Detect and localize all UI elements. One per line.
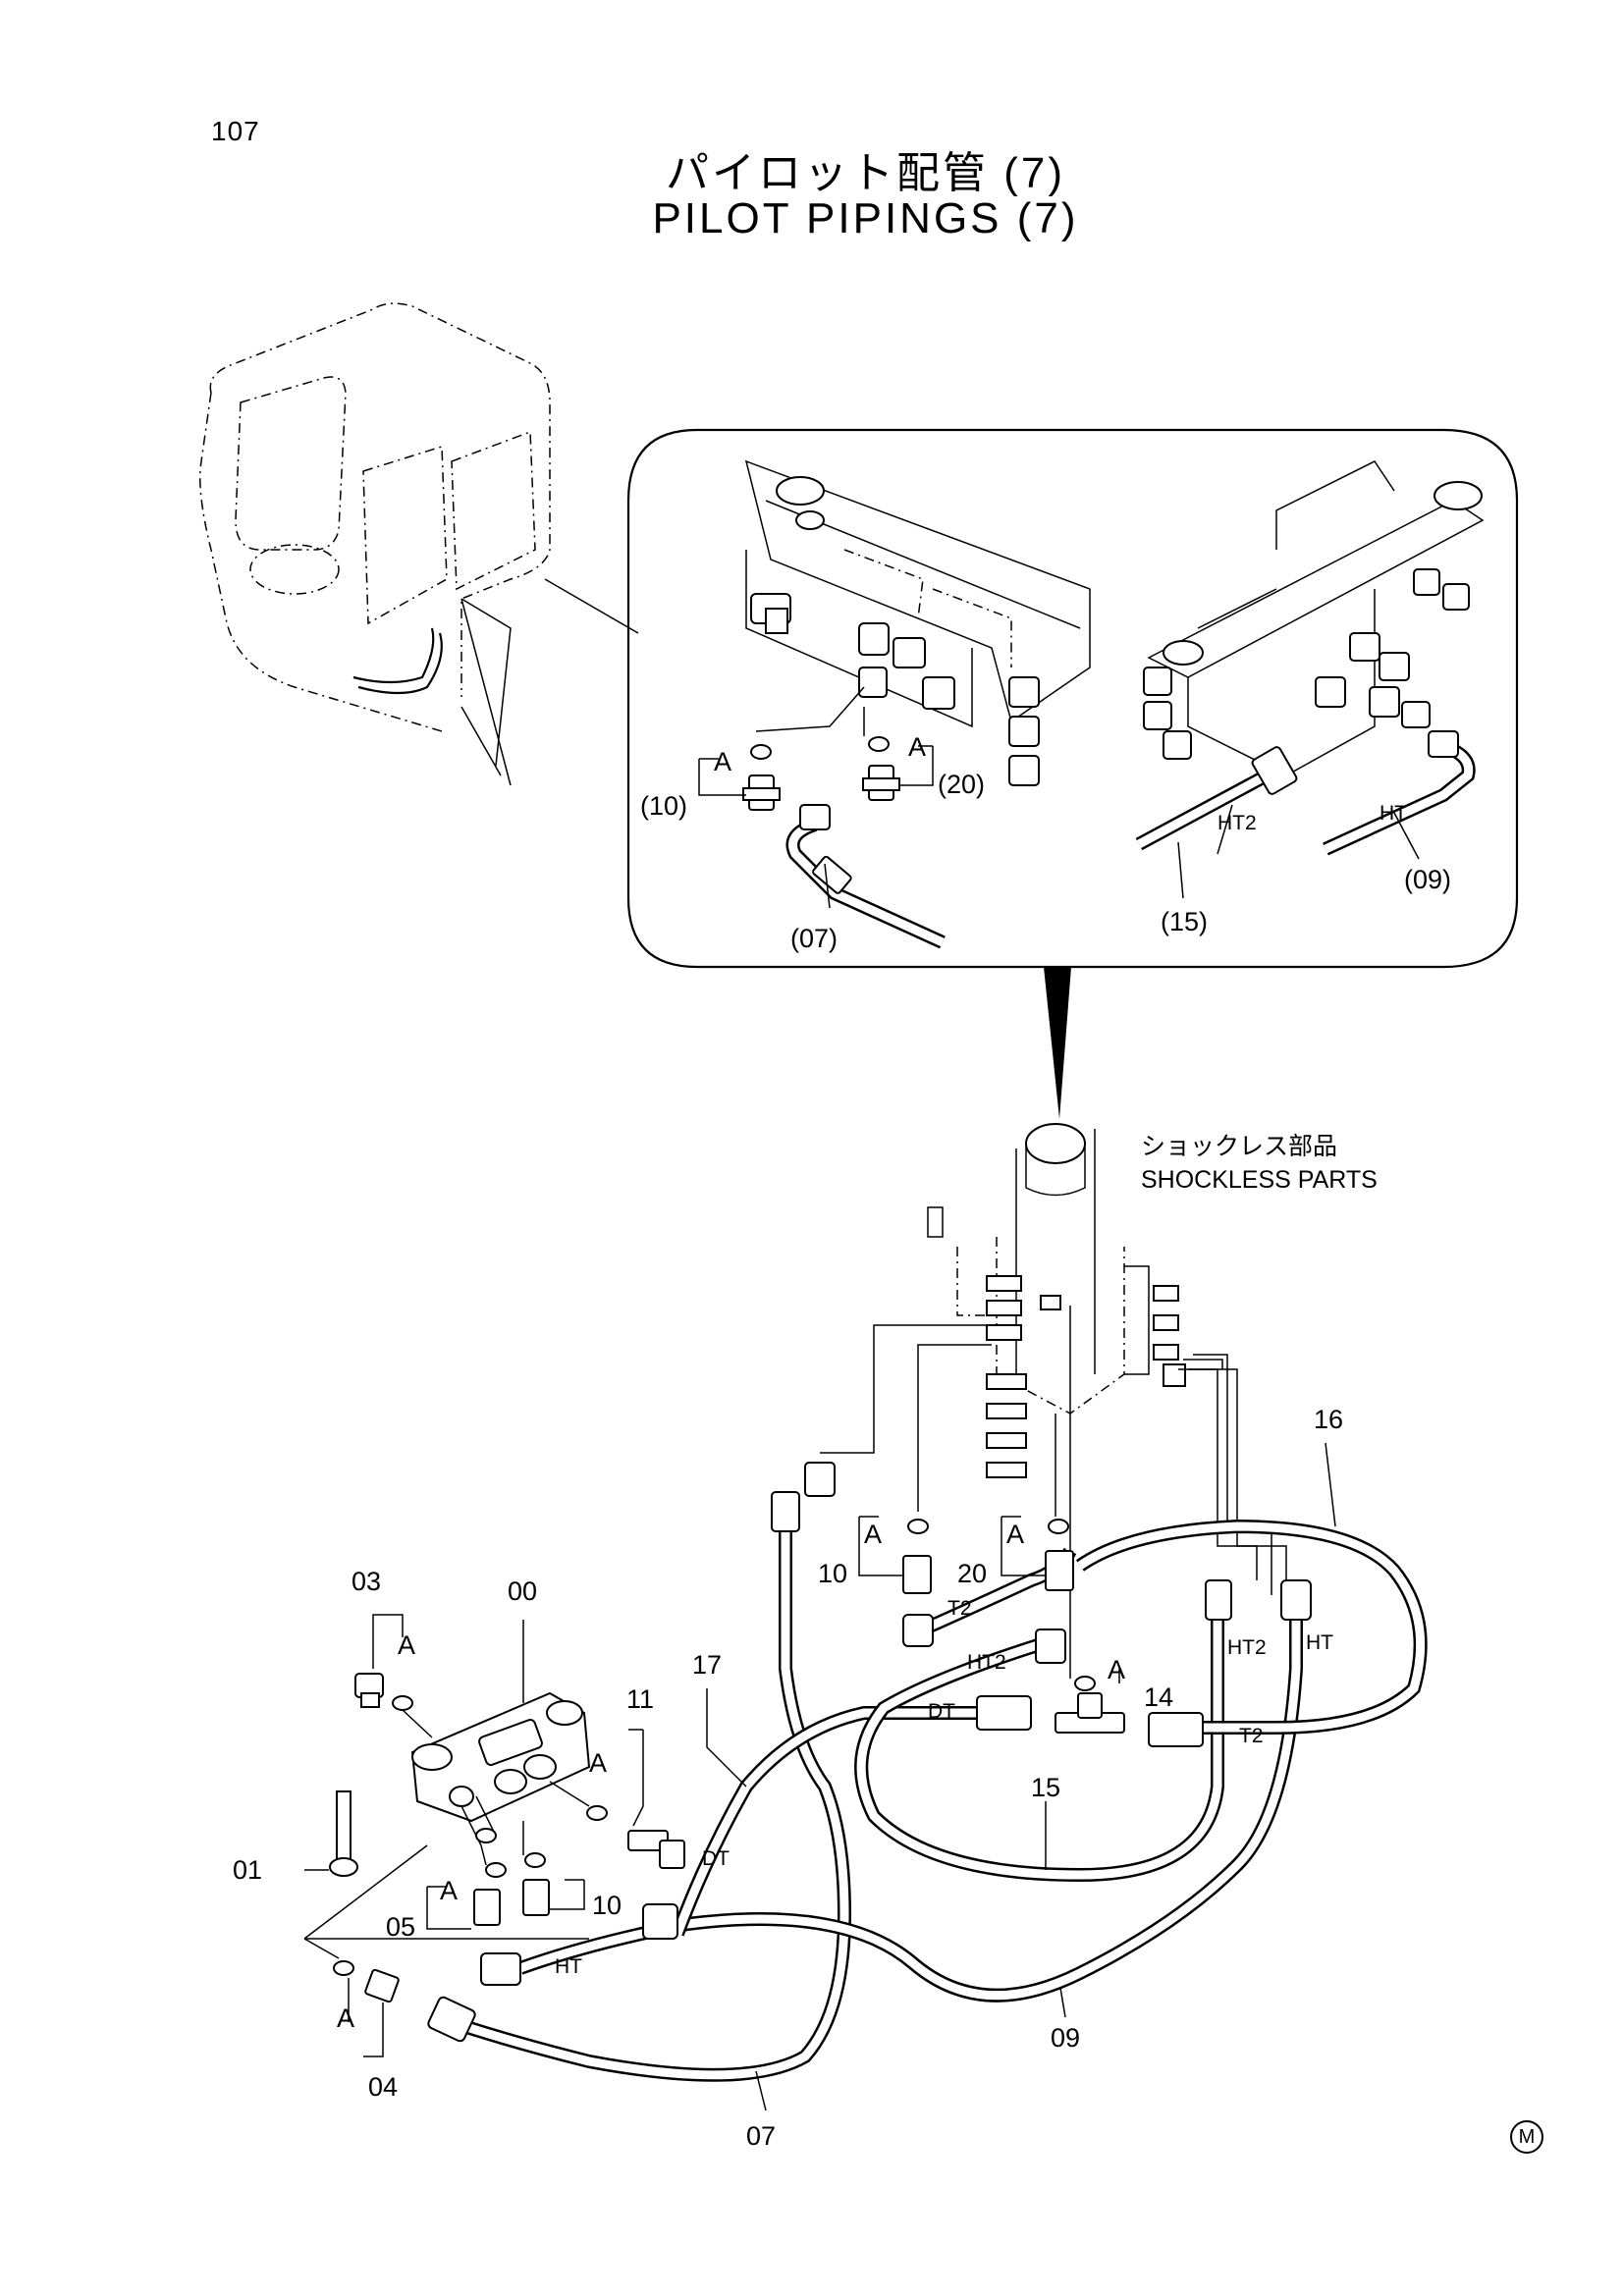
label-A-14: A	[1108, 1655, 1125, 1684]
label-A-04: A	[337, 2003, 354, 2033]
label-16: 16	[1314, 1405, 1343, 1434]
label-A-10: A	[864, 1520, 882, 1549]
detail-label-07: (07)	[790, 924, 838, 953]
tag-HT2-left: HT2	[967, 1651, 1006, 1674]
shockless-label-jp: ショックレス部品	[1141, 1133, 1337, 1160]
label-A-11: A	[589, 1748, 607, 1778]
tag-DT-hose17: DT	[702, 1847, 730, 1870]
label-A-20: A	[1006, 1520, 1024, 1549]
title-japanese: パイロット配管 (7)	[666, 149, 1065, 197]
label-07: 07	[746, 2121, 776, 2151]
detail-label-A-left: A	[714, 747, 731, 776]
label-17: 17	[692, 1650, 722, 1680]
detail-view-box: A A (10) (20) (07)	[626, 428, 1519, 1119]
detail-label-15: (15)	[1161, 907, 1208, 936]
tag-HT2-right: HT2	[1227, 1636, 1267, 1659]
label-04: 04	[368, 2072, 398, 2102]
cab-illustration	[199, 302, 639, 786]
shockless-label-en: SHOCKLESS PARTS	[1141, 1166, 1378, 1194]
detail-label-09: (09)	[1404, 865, 1451, 894]
tag-HT-09: HT	[555, 1955, 582, 1978]
label-14: 14	[1144, 1682, 1173, 1712]
label-03: 03	[352, 1567, 381, 1596]
tag-T2-right: T2	[1239, 1725, 1264, 1747]
label-20: 20	[957, 1559, 987, 1588]
detail-tag-HT: HT	[1380, 802, 1407, 825]
detail-label-20: (20)	[938, 770, 985, 799]
label-01: 01	[233, 1855, 262, 1885]
hose-routing: 07 09 HT HT 17 DT DT 15	[427, 1306, 1428, 2151]
shockless-valve: ショックレス部品 SHOCKLESS PARTS	[927, 1123, 1378, 1478]
tag-HT-upper: HT	[1306, 1631, 1333, 1654]
title-english: PILOT PIPINGS (7)	[652, 194, 1079, 242]
detail-tag-HT2: HT2	[1217, 812, 1257, 834]
detail-label-10: (10)	[640, 791, 687, 821]
label-10-left: 10	[592, 1891, 622, 1920]
page-number: 107	[211, 116, 260, 146]
label-00: 00	[508, 1576, 537, 1606]
label-A-03: A	[398, 1630, 415, 1660]
label-09: 09	[1051, 2023, 1080, 2053]
detail-label-A-right: A	[908, 732, 926, 762]
tag-T2-left: T2	[947, 1597, 972, 1620]
label-05: 05	[386, 1912, 415, 1942]
label-11: 11	[626, 1684, 654, 1714]
corner-m-mark: M	[1510, 2120, 1543, 2154]
label-A-05: A	[440, 1876, 458, 1905]
tag-DT-tee: DT	[928, 1700, 955, 1723]
label-10-upper: 10	[818, 1559, 847, 1588]
pilot-valve-assembly: 01 03 A 00 11 A	[233, 1567, 685, 2102]
label-15: 15	[1031, 1773, 1060, 1802]
